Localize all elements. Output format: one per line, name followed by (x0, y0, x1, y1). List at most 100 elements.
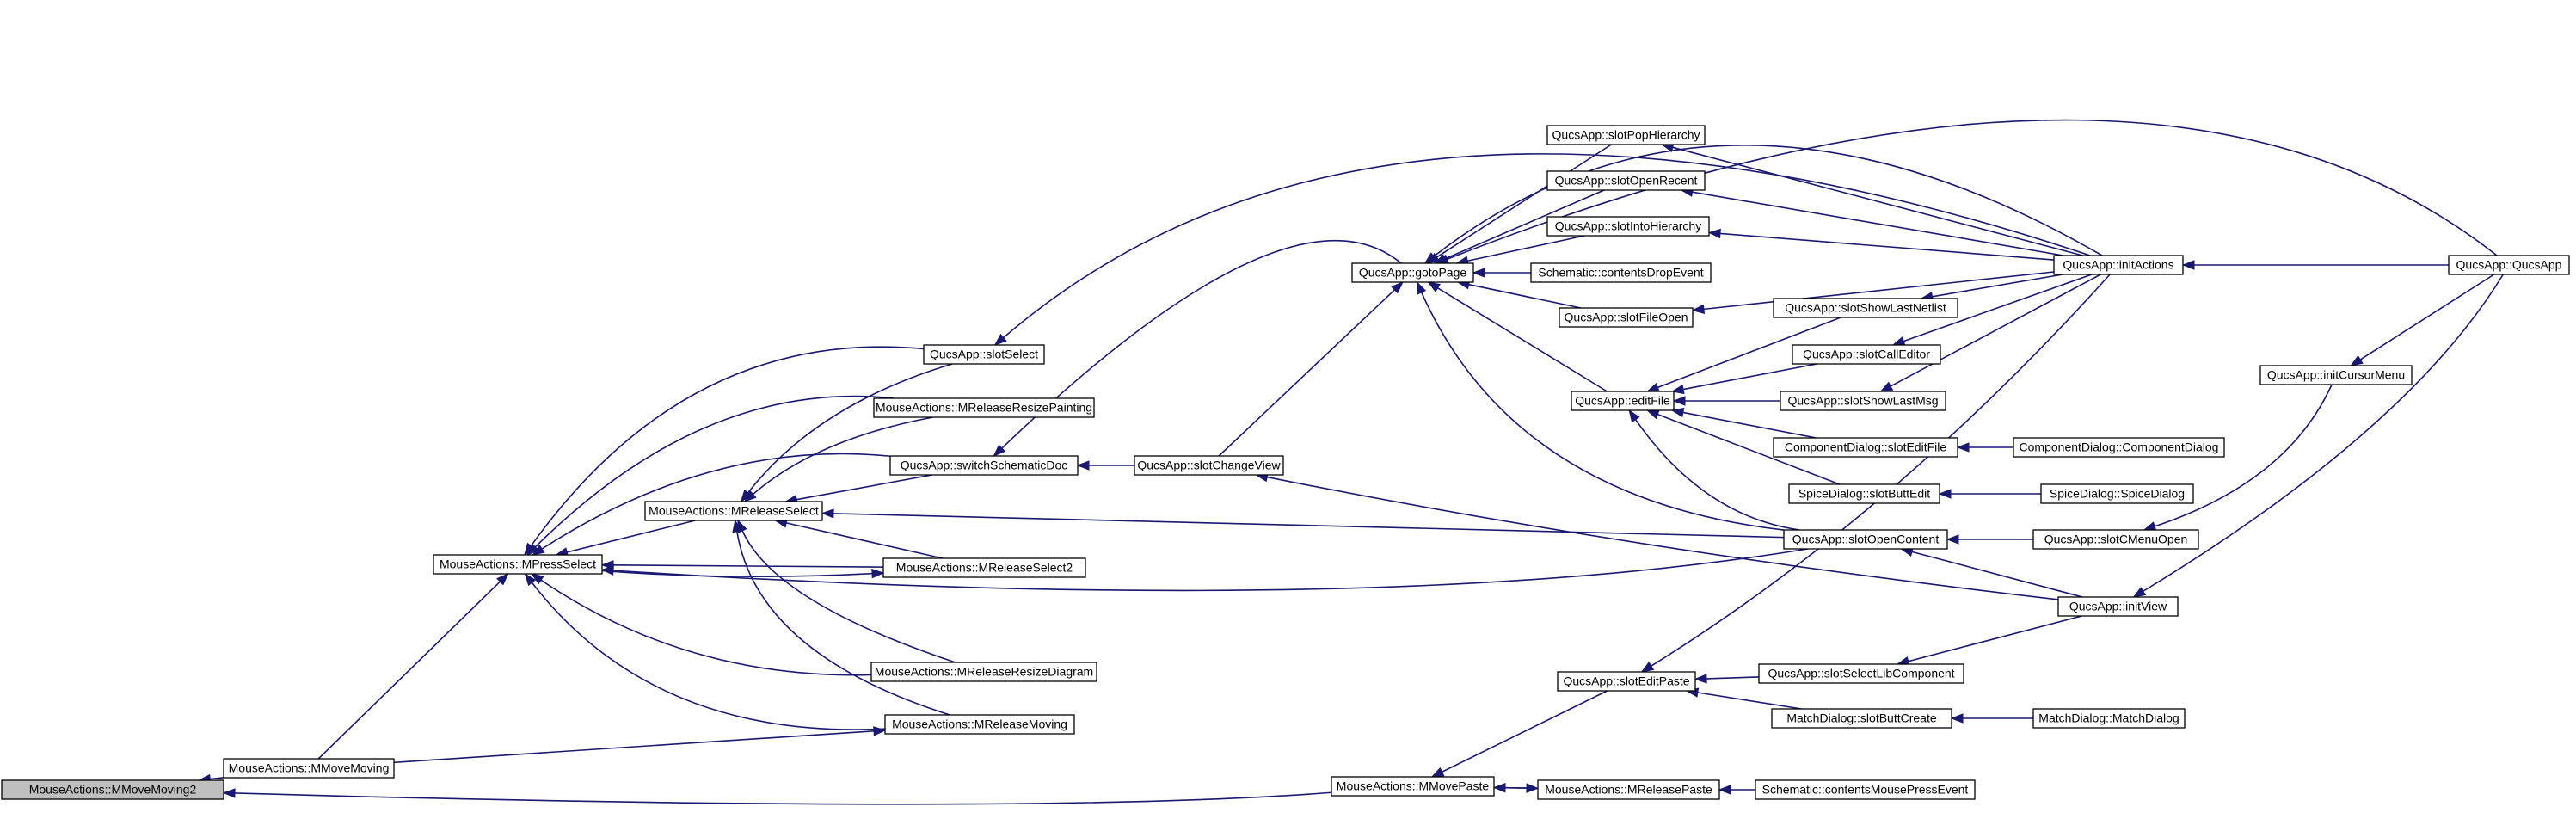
node-box (1546, 216, 1710, 237)
call-nodes: MouseActions::MMoveMoving2 MouseActions::… (1, 125, 2570, 800)
node-box (1773, 298, 1958, 318)
node-compslotedit[interactable]: ComponentDialog::slotEditFile (1773, 437, 1958, 458)
node-sloteditor[interactable]: QucsApp::slotCallEditor (1792, 344, 1941, 365)
node-slotpophierarchy[interactable]: QucsApp::slotPopHierarchy (1546, 125, 1706, 145)
edge-gotopage-to-switchschematicdoc (993, 239, 1402, 457)
edge-componentdialog-to-compslotedit (1956, 442, 2013, 453)
edge-slotintohierarchy-to-gotopage (1455, 235, 1585, 266)
node-slotselect[interactable]: QucsApp::slotSelect (923, 344, 1045, 365)
node-spicedialog[interactable]: SpiceDialog::SpiceDialog (2040, 483, 2194, 504)
node-box (1771, 708, 1952, 729)
node-initactions[interactable]: QucsApp::initActions (2053, 255, 2184, 275)
node-box (1537, 779, 1720, 800)
node-label: QucsApp::slotChangeView (1137, 459, 1281, 472)
edge-mreleasepaste-to-mmovepaste (1492, 782, 1539, 793)
node-slotopenrecent[interactable]: QucsApp::slotOpenRecent (1546, 170, 1706, 191)
node-label: QucsApp::slotShowLastMsg (1787, 394, 1938, 408)
edge-qucsapp-to-initactions (2181, 260, 2449, 270)
node-contentsmousepress[interactable]: Schematic::contentsMousePressEvent (1755, 779, 1976, 800)
edge-slotpophierarchy-to-gotopage (1426, 144, 1612, 264)
node-box (1792, 344, 1941, 365)
edge-mreleasemoving-to-mreleaseselect (732, 519, 950, 716)
node-switchschematicdoc[interactable]: QucsApp::switchSchematicDoc (889, 455, 1079, 476)
node-label: QucsApp::gotoPage (1359, 266, 1467, 280)
node-mpressselect[interactable]: MouseActions::MPressSelect (433, 554, 603, 575)
node-box (2032, 708, 2186, 729)
node-mmovemoving[interactable]: MouseActions::MMoveMoving (223, 758, 395, 779)
node-box (2448, 255, 2570, 275)
edge-initactions-to-slotfileopen (1691, 271, 2055, 315)
node-componentdialog[interactable]: ComponentDialog::ComponentDialog (2013, 437, 2225, 458)
edge-mmovepaste-to-mmovemoving2 (222, 788, 1332, 805)
node-mreleaseresizediagram[interactable]: MouseActions::MReleaseResizeDiagram (870, 662, 1097, 682)
node-mmovepaste[interactable]: MouseActions::MMovePaste (1331, 776, 1495, 797)
edge-editfile-to-gotopage (1427, 281, 1608, 392)
node-box (2053, 255, 2184, 275)
node-label: ComponentDialog::ComponentDialog (2020, 440, 2219, 454)
edge-slotselect-to-mreleaseselect (740, 363, 953, 503)
node-mreleaseresizepainting[interactable]: MouseActions::MReleaseResizePainting (873, 397, 1095, 418)
node-initcursormenu[interactable]: QucsApp::initCursorMenu (2259, 365, 2413, 385)
node-slotintohierarchy[interactable]: QucsApp::slotIntoHierarchy (1546, 216, 1710, 237)
node-slotopencontent[interactable]: QucsApp::slotOpenContent (1783, 529, 1948, 550)
node-label: QucsApp::slotEditPaste (1563, 674, 1689, 688)
node-label: QucsApp::editFile (1575, 394, 1670, 408)
edge-slotopencontent-to-mreleaseselect (821, 508, 1785, 539)
node-box (1758, 663, 1964, 684)
node-initview[interactable]: QucsApp::initView (2057, 596, 2179, 617)
node-box (2259, 365, 2413, 385)
edge-slotchangeview-to-switchschematicdoc (1076, 460, 1134, 471)
node-label: QucsApp::slotIntoHierarchy (1555, 219, 1701, 233)
edge-spicedialog-to-spiceslotbutt (1938, 489, 2041, 499)
edge-switchschematicdoc-to-mpressselect (532, 453, 891, 556)
node-box (1783, 529, 1948, 550)
node-slotfileopen[interactable]: QucsApp::slotFileOpen (1559, 307, 1694, 328)
node-box (1755, 779, 1976, 800)
edge-initview-to-slotselectlib (1896, 615, 2082, 667)
edge-mpressselect-to-mreleaseselect2 (601, 568, 885, 579)
edge-mreleaseselect2-to-mpressselect (600, 560, 884, 570)
node-sloteditpaste[interactable]: QucsApp::slotEditPaste (1557, 671, 1696, 692)
edge-compslotedit-to-editfile (1670, 407, 1817, 439)
node-box (2032, 529, 2199, 550)
node-matchslotbutt[interactable]: MatchDialog::slotButtCreate (1771, 708, 1952, 729)
edge-initactions-to-slotselect (993, 153, 2091, 346)
node-box (1559, 307, 1694, 328)
edge-qucsapp-to-initcursormenu (2350, 274, 2495, 366)
node-slotshowlastmsg[interactable]: QucsApp::slotShowLastMsg (1780, 391, 1946, 411)
node-label: MouseActions::MReleaseMoving (892, 717, 1067, 731)
node-label: QucsApp::slotOpenContent (1792, 533, 1940, 546)
node-mreleasepaste[interactable]: MouseActions::MReleasePaste (1537, 779, 1720, 800)
edge-matchdialog-to-matchslotbutt (1950, 713, 2033, 724)
node-box (1780, 391, 1946, 411)
node-slotchangeview[interactable]: QucsApp::slotChangeView (1134, 455, 1284, 476)
edge-sloteditor-to-editfile (1670, 363, 1817, 395)
node-gotopage[interactable]: QucsApp::gotoPage (1351, 262, 1474, 283)
node-mreleaseselect[interactable]: MouseActions::MReleaseSelect (644, 501, 823, 521)
node-contentsdropevent[interactable]: Schematic::contentsDropEvent (1530, 262, 1712, 283)
node-slotselectlib[interactable]: QucsApp::slotSelectLibComponent (1758, 663, 1964, 684)
edge-slotcmenuopen-to-slotopencontent (1946, 534, 2033, 545)
node-slotshowlastnetlist[interactable]: QucsApp::slotShowLastNetlist (1773, 298, 1958, 318)
edge-mreleaseresizepainting-to-mreleaseselect (743, 416, 933, 502)
node-box (1557, 671, 1696, 692)
node-mreleaseselect2[interactable]: MouseActions::MReleaseSelect2 (882, 557, 1086, 578)
edge-sloteditpaste-to-mmovepaste (1430, 690, 1608, 778)
node-qucsapp[interactable]: QucsApp::QucsApp (2448, 255, 2570, 275)
edge-contentsdropevent-to-gotopage (1472, 268, 1531, 278)
edge-qucsapp-to-initview (2132, 274, 2504, 598)
node-box (1, 779, 224, 800)
node-spiceslotbutt[interactable]: SpiceDialog::slotButtEdit (1788, 483, 1940, 504)
edge-mreleaseresizediagram-to-mreleaseselect (737, 519, 956, 663)
node-mmovemoving2[interactable]: MouseActions::MMoveMoving2 (1, 779, 224, 800)
node-box (433, 554, 603, 575)
node-matchdialog[interactable]: MatchDialog::MatchDialog (2032, 708, 2186, 729)
edge-slotopencontent-to-gotopage (1416, 280, 1785, 531)
node-editfile[interactable]: QucsApp::editFile (1571, 391, 1675, 411)
edge-initview-to-slotopencontent (1900, 546, 2083, 598)
node-label: MouseActions::MMoveMoving (229, 761, 390, 775)
edge-switchschematicdoc-to-mreleaseselect (784, 474, 932, 505)
node-slotcmenuopen[interactable]: QucsApp::slotCMenuOpen (2032, 529, 2199, 550)
node-mreleasemoving[interactable]: MouseActions::MReleaseMoving (884, 714, 1075, 735)
